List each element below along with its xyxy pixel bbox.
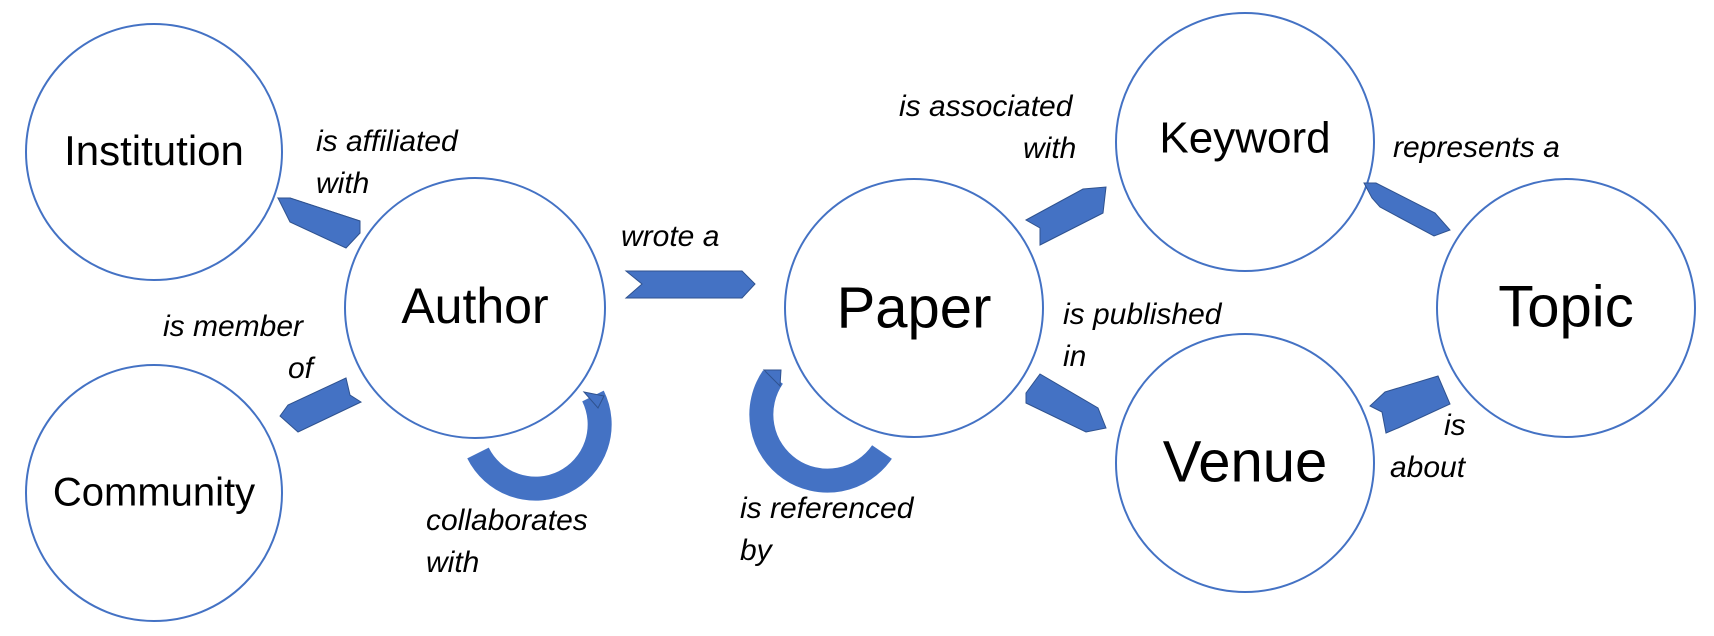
label-is-published-line1: is published [1063,298,1223,331]
label-is-member-line1: is member [163,310,304,343]
node-institution[interactable]: Institution [25,23,283,281]
label-collaborates-line2: with [426,546,479,579]
node-venue-label: Venue [1163,429,1328,494]
label-is-affiliated-with: is affiliated with [316,125,466,200]
label-is-member-of: is member of [163,310,316,385]
node-topic-label: Topic [1498,274,1633,339]
node-author-label: Author [401,278,548,334]
label-is-affiliated-line2: with [316,167,369,200]
arrow-author-institution-body [277,197,361,249]
label-represents-a: represents a [1393,131,1560,164]
node-venue[interactable]: Venue [1115,333,1375,593]
label-is-referenced-by: is referenced by [740,492,922,567]
label-represents-a-line1: represents a [1393,131,1560,164]
label-is-member-line2: of [288,352,316,385]
arc-paper-referenced-head [762,369,782,388]
node-author[interactable]: Author [344,177,606,439]
node-community[interactable]: Community [25,364,283,622]
label-wrote-a-line1: wrote a [621,220,719,253]
label-wrote-a: wrote a [621,220,719,253]
label-collaborates-with: collaborates with [426,504,596,579]
node-paper-label: Paper [837,275,992,340]
node-community-label: Community [53,471,255,515]
label-is-about: is about [1390,409,1474,484]
label-is-referenced-line1: is referenced [740,492,915,525]
arc-paper-referenced [749,370,892,493]
node-keyword[interactable]: Keyword [1115,12,1375,272]
label-is-about-line2: about [1390,451,1467,484]
label-collaborates-line1: collaborates [426,504,588,537]
arrow-keyword-topic [1363,182,1451,237]
label-is-published-in: is published in [1063,298,1230,373]
node-paper[interactable]: Paper [784,178,1044,438]
arrow-author-community [279,377,363,433]
arrow-paper-venue [1025,373,1107,433]
node-topic[interactable]: Topic [1436,178,1696,438]
arrow-author-paper [624,270,756,299]
arrow-paper-keyword [1024,186,1107,246]
arc-author-collaborates-head [582,391,605,409]
label-is-about-line1: is [1444,409,1466,442]
label-is-published-line2: in [1063,340,1086,373]
label-is-referenced-line2: by [740,534,774,567]
node-keyword-label: Keyword [1159,114,1330,163]
label-is-associated-line1: is associated [899,90,1074,123]
label-is-associated-line2: with [1023,132,1076,165]
label-is-associated-with: is associated with [899,90,1081,165]
arc-author-collaborates [467,390,612,501]
arrow-venue-topic [1369,375,1451,434]
node-institution-label: Institution [64,127,244,174]
label-is-affiliated-line1: is affiliated [316,125,459,158]
